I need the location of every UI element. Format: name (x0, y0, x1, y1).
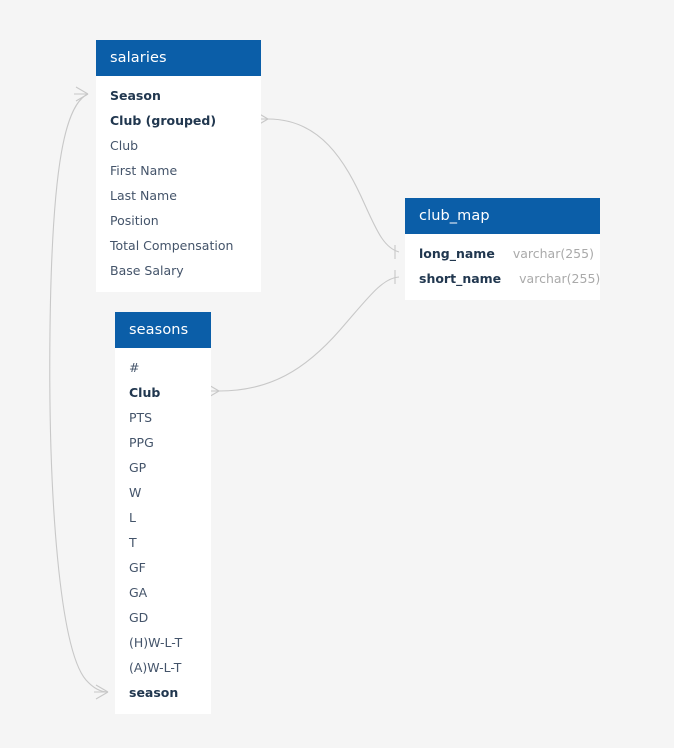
field-row[interactable]: Last Name (96, 183, 261, 208)
field-name: Total Compensation (110, 238, 234, 253)
field-name: T (129, 535, 137, 550)
field-row[interactable]: Position (96, 208, 261, 233)
field-name: (A)W-L-T (129, 660, 182, 675)
field-row[interactable]: # (115, 355, 211, 380)
field-row[interactable]: long_name varchar(255) (405, 241, 600, 266)
field-row[interactable]: PPG (115, 430, 211, 455)
field-row[interactable]: Club (115, 380, 211, 405)
field-name: GP (129, 460, 147, 475)
field-name: Last Name (110, 188, 177, 203)
field-name: Base Salary (110, 263, 184, 278)
entity-salaries-title: salaries (96, 40, 261, 76)
entity-seasons-fields: # Club PTS PPG GP W L T (115, 348, 211, 714)
field-row[interactable]: T (115, 530, 211, 555)
field-row[interactable]: GA (115, 580, 211, 605)
field-name: # (129, 360, 140, 375)
field-name: short_name (419, 271, 502, 286)
field-row[interactable]: Club (grouped) (96, 108, 261, 133)
entity-salaries[interactable]: salaries Season Club (grouped) Club Firs… (96, 40, 261, 292)
field-name: Season (110, 88, 161, 103)
field-name: GD (129, 610, 149, 625)
field-row[interactable]: W (115, 480, 211, 505)
field-name: L (129, 510, 136, 525)
field-name: GF (129, 560, 146, 575)
field-row[interactable]: GD (115, 605, 211, 630)
field-row[interactable]: (A)W-L-T (115, 655, 211, 680)
field-type: varchar(255) (519, 271, 601, 286)
field-name: season (129, 685, 179, 700)
field-name: Club (129, 385, 161, 400)
field-row[interactable]: Club (96, 133, 261, 158)
field-name: long_name (419, 246, 495, 261)
field-row[interactable]: Total Compensation (96, 233, 261, 258)
field-row[interactable]: First Name (96, 158, 261, 183)
entity-seasons-title: seasons (115, 312, 211, 348)
field-name: PPG (129, 435, 154, 450)
field-row[interactable]: season (115, 680, 211, 705)
field-name: W (129, 485, 142, 500)
field-row[interactable]: PTS (115, 405, 211, 430)
field-row[interactable]: short_name varchar(255) (405, 266, 600, 291)
field-name: PTS (129, 410, 153, 425)
field-name: Club (110, 138, 139, 153)
field-row[interactable]: Base Salary (96, 258, 261, 283)
entity-club-map-fields: long_name varchar(255) short_name varcha… (405, 234, 600, 300)
entity-club-map[interactable]: club_map long_name varchar(255) short_na… (405, 198, 600, 300)
field-name: First Name (110, 163, 178, 178)
field-name: Position (110, 213, 159, 228)
entity-seasons[interactable]: seasons # Club PTS PPG GP W L (115, 312, 211, 714)
field-row[interactable]: GP (115, 455, 211, 480)
field-name: GA (129, 585, 148, 600)
relationship-salaries-clubmap (254, 111, 400, 259)
field-row[interactable]: L (115, 505, 211, 530)
field-row[interactable]: Season (96, 83, 261, 108)
entity-club-map-title: club_map (405, 198, 600, 234)
field-name: (H)W-L-T (129, 635, 183, 650)
entity-salaries-fields: Season Club (grouped) Club First Name La… (96, 76, 261, 292)
field-type: varchar(255) (512, 246, 594, 261)
field-row[interactable]: GF (115, 555, 211, 580)
field-name: Club (grouped) (110, 113, 217, 128)
field-row[interactable]: (H)W-L-T (115, 630, 211, 655)
